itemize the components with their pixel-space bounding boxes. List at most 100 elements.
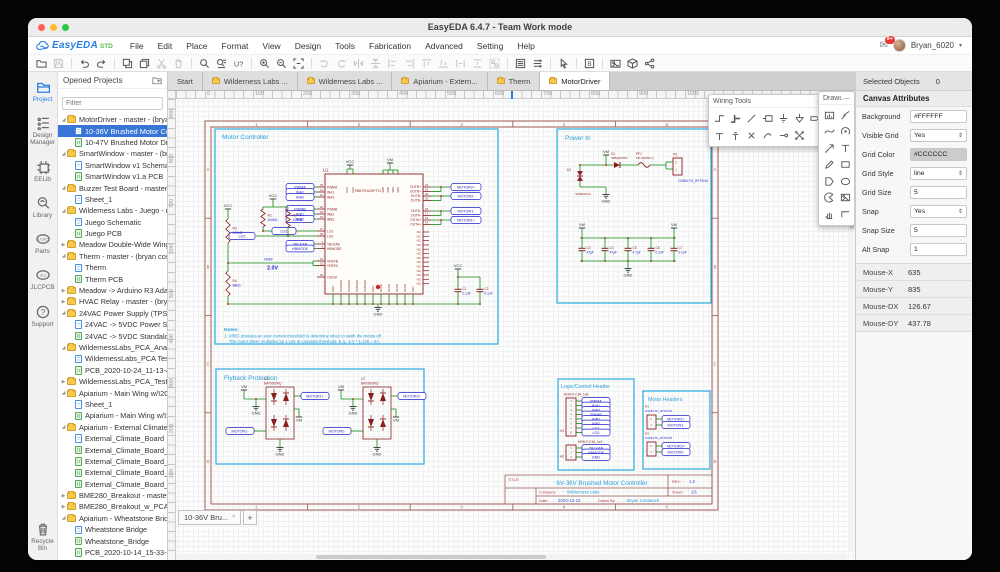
zoom-fit-button[interactable]: [291, 56, 306, 70]
tree-project[interactable]: ▶BME280_Breakout_w_PCA9...: [58, 501, 167, 512]
tree-file[interactable]: Sheet_1: [58, 194, 167, 205]
color-swatch[interactable]: #CCCCCC: [910, 148, 967, 161]
tree-file[interactable]: SmartWindow v1.a PCB: [58, 171, 167, 182]
netlist-button[interactable]: [530, 56, 545, 70]
drawing-rectangle-tool[interactable]: [837, 157, 853, 174]
motor-controller-block[interactable]: [214, 128, 499, 345]
tree-file[interactable]: Juego Schematic: [58, 217, 167, 228]
tree-file[interactable]: PCB_2020-10-24_11-13-42...: [58, 365, 167, 376]
wiring-vcc-flag-tool[interactable]: [711, 127, 727, 144]
attr-input[interactable]: [910, 243, 967, 256]
net-label-flag[interactable]: GND: [581, 453, 611, 461]
electrical-check-button[interactable]: [556, 56, 571, 70]
expanded-arrow-icon[interactable]: ◢: [61, 253, 66, 260]
expanded-arrow-icon[interactable]: ◢: [61, 515, 66, 522]
tree-file[interactable]: External_Climate_Board: [58, 433, 167, 444]
drawing-polyline-tool[interactable]: [837, 107, 853, 124]
wiring-signal-ground-flag-tool[interactable]: [791, 110, 807, 127]
tree-project[interactable]: ▶Meadow Double-Wide Wing...: [58, 239, 167, 250]
expanded-arrow-icon[interactable]: ◢: [61, 344, 66, 351]
bom-button[interactable]: [513, 56, 528, 70]
zoom-in-button[interactable]: [257, 56, 272, 70]
drawing-bezier-tool[interactable]: [821, 124, 837, 141]
collapsed-arrow-icon[interactable]: ▶: [61, 492, 66, 499]
power-symbol[interactable]: VM: [240, 384, 248, 394]
tree-project[interactable]: ▶Meadow -> Arduino R3 Adap...: [58, 285, 167, 296]
wiring-net-highlight-tool[interactable]: [791, 127, 807, 144]
power-symbol[interactable]: VM: [392, 413, 400, 423]
net-flag[interactable]: MOTOR2+: [450, 183, 482, 191]
rail-item-support[interactable]: ?Support: [28, 305, 57, 328]
tree-project[interactable]: ◢24VAC Power Supply (TPSM...: [58, 308, 167, 319]
net-label-flag[interactable]: INA2: [285, 193, 315, 201]
capacitor[interactable]: C60.1uF: [647, 238, 664, 261]
gnd-symbol[interactable]: GND: [374, 304, 383, 317]
tab-wilderness-labs-[interactable]: Wilderness Labs ...: [202, 72, 298, 90]
wiring-power-flag-tool[interactable]: [727, 127, 743, 144]
tree-project[interactable]: ◢SmartWindow - master - (bry...: [58, 148, 167, 159]
tab-therm[interactable]: Therm: [487, 72, 541, 90]
menu-tools[interactable]: Tools: [335, 40, 356, 51]
attr-select[interactable]: Yes⇕: [910, 129, 967, 142]
motor-headers-block[interactable]: [642, 390, 711, 470]
gnd-symbol[interactable]: GND: [624, 265, 633, 278]
capacitor[interactable]: C10.1uF: [454, 277, 471, 304]
tree-file[interactable]: 10-36V Brushed Motor Con...: [58, 125, 167, 137]
rail-item-eelib[interactable]: EELib: [28, 160, 57, 183]
tree-project[interactable]: ◢WildernessLabs_PCA_Analo...: [58, 342, 167, 353]
attr-select[interactable]: line⇕: [910, 167, 967, 180]
rail-item-recycle-bin[interactable]: Recycle Bin: [28, 522, 57, 552]
tree-project[interactable]: ◢Buzzer Test Board - master -...: [58, 182, 167, 193]
tree-project[interactable]: ▶WildernessLabs_PCA_Test_...: [58, 376, 167, 387]
collapsed-arrow-icon[interactable]: ▶: [61, 378, 66, 385]
open-file-button[interactable]: [34, 56, 49, 70]
gnd-symbol[interactable]: GND: [373, 444, 382, 457]
menu-fabrication[interactable]: Fabrication: [369, 40, 412, 51]
expanded-arrow-icon[interactable]: ◢: [61, 185, 66, 192]
menu-advanced[interactable]: Advanced: [425, 40, 463, 51]
flyback-block[interactable]: [215, 368, 425, 465]
attr-select[interactable]: Yes⇕: [910, 205, 967, 218]
wiring-net-port-tool[interactable]: [807, 110, 823, 127]
tree-file[interactable]: External_Climate_Board_P...: [58, 479, 167, 490]
search-button[interactable]: [197, 56, 212, 70]
power-symbol[interactable]: VCC: [346, 159, 355, 169]
avatar[interactable]: [892, 39, 906, 52]
zoom-out-button[interactable]: [274, 56, 289, 70]
tree-project[interactable]: ◢Apiarium - Wheatstone Bridg...: [58, 513, 167, 524]
copy-button[interactable]: [120, 56, 135, 70]
h1-body[interactable]: [565, 397, 577, 437]
net-flag[interactable]: MOTOR1-: [661, 421, 691, 429]
tab-wilderness-labs-[interactable]: Wilderness Labs ...: [297, 72, 393, 90]
share-button[interactable]: [642, 56, 657, 70]
fuse[interactable]: [637, 162, 651, 168]
net-flag[interactable]: MOTOR2-: [450, 192, 482, 200]
tree-file[interactable]: External_Climate_Board_P...: [58, 467, 167, 478]
horizontal-scrollbar[interactable]: [176, 554, 847, 560]
menu-setting[interactable]: Setting: [476, 40, 504, 51]
attr-input[interactable]: [910, 110, 967, 123]
collapsed-arrow-icon[interactable]: ▶: [61, 298, 66, 305]
drawing-ellipse-tool[interactable]: [837, 173, 853, 190]
minimize-palette-button[interactable]: —: [843, 94, 850, 102]
tab-motordriver[interactable]: MotorDriver: [540, 72, 611, 90]
wiring-pin-tool[interactable]: [775, 127, 791, 144]
gnd-symbol[interactable]: GND: [276, 444, 285, 457]
p3-body[interactable]: [672, 157, 683, 176]
expanded-arrow-icon[interactable]: ◢: [61, 390, 66, 397]
drawing-line-tool[interactable]: [837, 206, 853, 223]
drawing-canvas-chart-tool[interactable]: [821, 107, 837, 124]
symbol-library-button[interactable]: B: [582, 56, 597, 70]
tree-file[interactable]: Wheatstone_Bridge: [58, 535, 167, 546]
tree-file[interactable]: External_Climate_Board_P...: [58, 456, 167, 467]
tree-file[interactable]: 10-47V Brushed Motor Driv...: [58, 137, 167, 148]
logic-header-block[interactable]: [557, 378, 635, 471]
rail-item-design-manager[interactable]: Design Manager: [28, 116, 57, 146]
tree-project[interactable]: ▶BME280_Breakout - master -...: [58, 490, 167, 501]
redo-button[interactable]: [94, 56, 109, 70]
flyback-diode-array[interactable]: [362, 386, 392, 440]
preview-3d-button[interactable]: [625, 56, 640, 70]
